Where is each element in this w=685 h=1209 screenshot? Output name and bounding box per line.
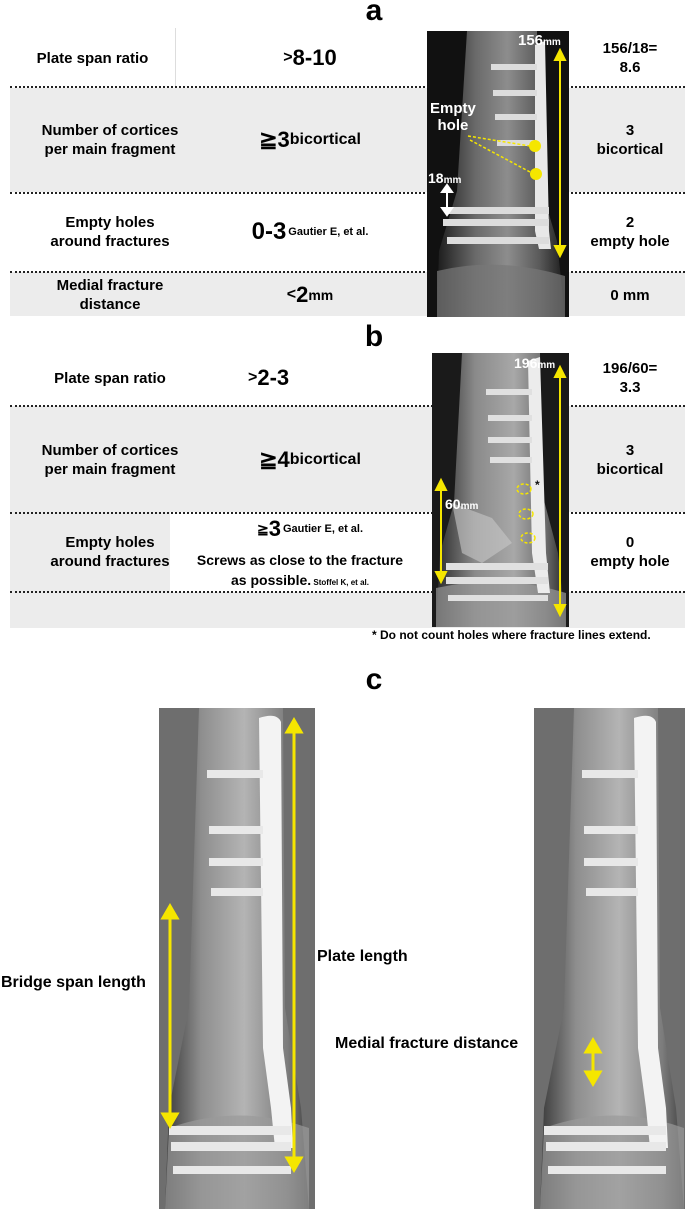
panel-b-dotline-1 (10, 405, 685, 407)
panel-a-result-empty-holes: 2 empty hole (590, 214, 670, 250)
panel-a-dotline-2 (10, 192, 685, 194)
panel-a-arrows-overlay (440, 47, 567, 259)
panel-b-row-band-3-left (10, 512, 170, 592)
panel-b-letter: b (364, 320, 384, 353)
panel-b-arrows-overlay (434, 364, 567, 618)
value-main: 0-3 (251, 218, 287, 245)
panel-a-label-medial-distance: Medial fracture distance (56, 277, 164, 313)
panel-b-label-plate-span-ratio: Plate span ratio (54, 369, 166, 387)
panel-b-dotline-2 (10, 512, 685, 514)
panel-a-plate-length-label: 156mm (518, 32, 561, 49)
panel-b-result-empty-holes: 0 empty hole (590, 534, 670, 570)
panel-a-empty-hole-label: Empty hole (430, 100, 476, 134)
value-citation: Gautier E, et al. (282, 523, 364, 535)
plate-length-value: 156 (518, 32, 544, 49)
panel-c-bridge-span-label: Bridge span length (1, 974, 146, 991)
panel-b-result-plate-span: 196/60= 3.3 (602, 360, 658, 396)
panel-b-span-label: 60mm (445, 496, 478, 512)
panel-a-row-band-4 (10, 272, 685, 316)
panel-c-xray-right (534, 708, 685, 1209)
span-unit: mm (460, 501, 479, 512)
panel-a-xray-image (427, 31, 569, 317)
panel-a-letter: a (365, 0, 383, 27)
panel-a-span-label: 18mm (428, 170, 461, 186)
panel-a-result-medial: 0 mm (610, 286, 650, 304)
panel-a-dotline-3 (10, 271, 685, 273)
panel-b-value-empty-holes: ≧3 Gautier E, et al. (210, 514, 410, 544)
panel-a-value-empty-holes: 0-3 Gautier E, et al. (210, 194, 410, 270)
panel-b-dotline-3 (10, 591, 685, 593)
screws-note-citation: Stoffel K, et al. (311, 578, 369, 587)
panel-a-label-empty-holes: Empty holes around fractures (50, 214, 170, 250)
span-unit: mm (443, 175, 462, 186)
value-citation: Gautier E, et al. (288, 226, 369, 238)
panel-a-row-band-2 (10, 88, 685, 192)
panel-a-result-cortices: 3 bicortical (596, 122, 664, 158)
panel-c-medial-distance-label: Medial fracture distance (335, 1035, 519, 1052)
value-prefix: ≧ (256, 520, 269, 537)
panel-a-divider (175, 28, 176, 86)
value-main: 2 (296, 282, 309, 307)
value-main: 3 (268, 516, 281, 541)
value-prefix: > (248, 369, 258, 386)
value-main: ≧4 (259, 447, 290, 472)
panel-b-row-band-2 (10, 406, 685, 512)
panel-b-screws-note: Screws as close to the fracture as possi… (172, 546, 428, 590)
panel-c-letter: c (365, 663, 383, 696)
plate-length-value: 196 (514, 355, 538, 371)
value-suffix: bicortical (289, 451, 361, 468)
panel-b-xray-image (432, 353, 569, 627)
panel-b-row-band-4 (10, 592, 685, 628)
panel-a-label-plate-span-ratio: Plate span ratio (36, 49, 149, 67)
value-main: ≧3 (259, 127, 290, 152)
panel-b-value-plate-span: >2-3 (210, 352, 410, 404)
panel-b-asterisk: * (535, 478, 540, 492)
panel-b-value-cortices: ≧4 bicortical (210, 418, 410, 502)
panel-b-footnote: * Do not count holes where fracture line… (372, 628, 651, 642)
panel-b-label-empty-holes: Empty holes around fractures (50, 534, 170, 570)
panel-a-value-plate-span: >8-10 (210, 30, 410, 86)
screws-note-text: Screws as close to the fracture as possi… (196, 552, 404, 588)
value-main: 8-10 (292, 45, 337, 70)
plate-length-unit: mm (543, 37, 561, 48)
value-suffix: bicortical (289, 131, 361, 148)
span-value: 18 (428, 170, 444, 186)
value-unit: mm (308, 287, 334, 303)
panel-b-label-cortices: Number of cortices per main fragment (41, 442, 179, 478)
span-value: 60 (445, 496, 461, 512)
panel-c-plate-length-label: Plate length (317, 948, 408, 965)
value-prefix: > (283, 49, 293, 66)
panel-c-xray-left (159, 708, 315, 1209)
panel-a-dotline-1 (10, 86, 685, 88)
panel-b-plate-length-label: 196mm (514, 355, 555, 371)
panel-a-value-cortices: ≧3 bicortical (210, 100, 410, 180)
panel-a-result-plate-span: 156/18= 8.6 (602, 40, 658, 76)
value-prefix: < (286, 286, 297, 303)
panel-b-result-cortices: 3 bicortical (596, 442, 664, 478)
panel-a-label-cortices: Number of cortices per main fragment (41, 122, 179, 158)
plate-length-unit: mm (537, 360, 556, 371)
value-main: 2-3 (257, 365, 290, 390)
